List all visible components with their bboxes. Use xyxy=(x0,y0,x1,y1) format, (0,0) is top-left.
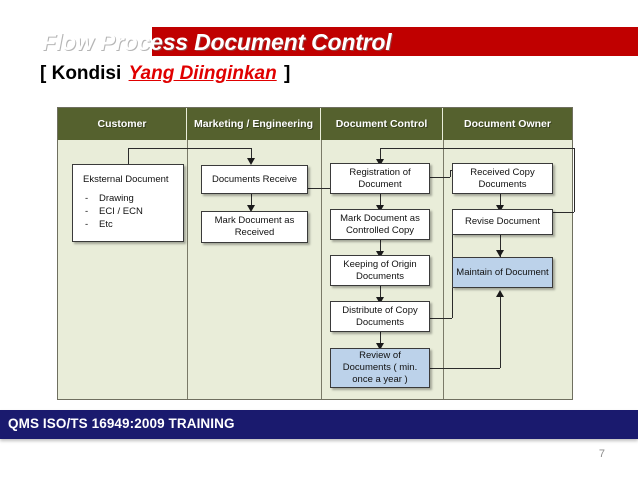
arrow-into-controlled-copy xyxy=(376,205,384,212)
arrow-review-into-maintain xyxy=(496,290,504,297)
lane-header-marketing-engineering: Marketing / Engineering xyxy=(187,108,321,140)
connector-into-receive-v xyxy=(251,148,252,160)
lane-header-customer: Customer xyxy=(58,108,187,140)
arrow-into-distribute-copy xyxy=(376,297,384,304)
lane-divider-1 xyxy=(187,140,188,399)
node-keeping-of-origin-documents[interactable]: Keeping of Origin Documents xyxy=(330,255,430,286)
connector-distribute-to-review-v xyxy=(380,332,381,348)
node-eksternal-document-bullets: Drawing ECI / ECN Etc xyxy=(83,192,173,231)
node-documents-receive[interactable]: Documents Receive xyxy=(201,165,308,194)
connector-controlled-to-keeping-v xyxy=(380,240,381,254)
page-subtitle: [ Kondisi Yang Diinginkan ] xyxy=(40,62,290,86)
subtitle-close-bracket: ] xyxy=(283,63,291,84)
node-mark-document-as-received[interactable]: Mark Document as Received xyxy=(201,211,308,243)
bullet-drawing: Drawing xyxy=(83,192,173,205)
connector-eksternal-to-receive-h xyxy=(128,148,251,149)
arrow-into-review-documents xyxy=(376,343,384,350)
connector-mark-received-right xyxy=(308,188,330,189)
connector-received-to-revise-v xyxy=(500,194,501,208)
connector-top-return-h xyxy=(380,148,574,149)
node-distribute-of-copy-documents[interactable]: Distribute of Copy Documents xyxy=(330,301,430,332)
connector-registration-to-controlled-v xyxy=(380,194,381,208)
subtitle-open-bracket: [ Kondisi xyxy=(40,63,122,84)
node-mark-document-as-controlled-copy[interactable]: Mark Document as Controlled Copy xyxy=(330,209,430,240)
connector-review-right xyxy=(430,368,500,369)
node-received-copy-documents[interactable]: Received Copy Documents xyxy=(452,163,553,194)
arrow-into-maintain-document xyxy=(496,250,504,257)
node-review-of-documents[interactable]: Review of Documents ( min. once a year ) xyxy=(330,348,430,388)
connector-keeping-to-distribute-v xyxy=(380,286,381,300)
connector-receive-to-mark-v xyxy=(251,194,252,208)
node-revise-document[interactable]: Revise Document xyxy=(452,209,553,235)
bullet-eci-ecn: ECI / ECN xyxy=(83,205,173,218)
arrow-into-documents-receive xyxy=(247,158,255,165)
lane-header-row: Customer Marketing / Engineering Documen… xyxy=(58,108,572,140)
arrow-into-mark-received xyxy=(247,205,255,212)
connector-review-up xyxy=(500,297,501,368)
lane-divider-2 xyxy=(321,140,322,399)
lane-header-document-owner: Document Owner xyxy=(443,108,572,140)
connector-distribute-right xyxy=(430,318,452,319)
footer-title: QMS ISO/TS 16949:2009 TRAINING xyxy=(8,416,235,431)
footer-bar: QMS ISO/TS 16949:2009 TRAINING xyxy=(0,410,638,439)
node-eksternal-document-title: Eksternal Document xyxy=(83,174,169,185)
slide-title-area: Flow Process Document Control [ Kondisi … xyxy=(0,0,638,100)
connector-registration-right-up xyxy=(450,170,451,177)
connector-revise-right xyxy=(553,212,574,213)
arrow-into-revise-document xyxy=(496,205,504,212)
connector-eksternal-up xyxy=(128,148,129,164)
lane-divider-3 xyxy=(443,140,444,399)
swimlane-diagram: Customer Marketing / Engineering Documen… xyxy=(57,107,575,400)
lane-body: Eksternal Document Drawing ECI / ECN Etc… xyxy=(58,140,575,399)
connector-registration-right xyxy=(430,177,450,178)
connector-revise-to-maintain-v xyxy=(500,231,501,257)
node-eksternal-document[interactable]: Eksternal Document Drawing ECI / ECN Etc xyxy=(72,164,184,242)
title-red-band xyxy=(152,27,638,56)
page-title: Flow Process Document Control xyxy=(42,29,392,55)
arrow-top-return-into-registration xyxy=(376,159,384,166)
node-maintain-of-document[interactable]: Maintain of Document xyxy=(452,257,553,288)
subtitle-highlight: Yang Diinginkan xyxy=(128,63,277,84)
lane-header-document-control: Document Control xyxy=(321,108,443,140)
connector-revise-up-to-top xyxy=(574,148,575,212)
page-number: 7 xyxy=(598,448,605,460)
connector-top-return-down xyxy=(380,148,381,161)
node-registration-of-document[interactable]: Registration of Document xyxy=(330,163,430,194)
arrow-into-keeping-origin xyxy=(376,251,384,258)
bullet-etc: Etc xyxy=(83,218,173,231)
